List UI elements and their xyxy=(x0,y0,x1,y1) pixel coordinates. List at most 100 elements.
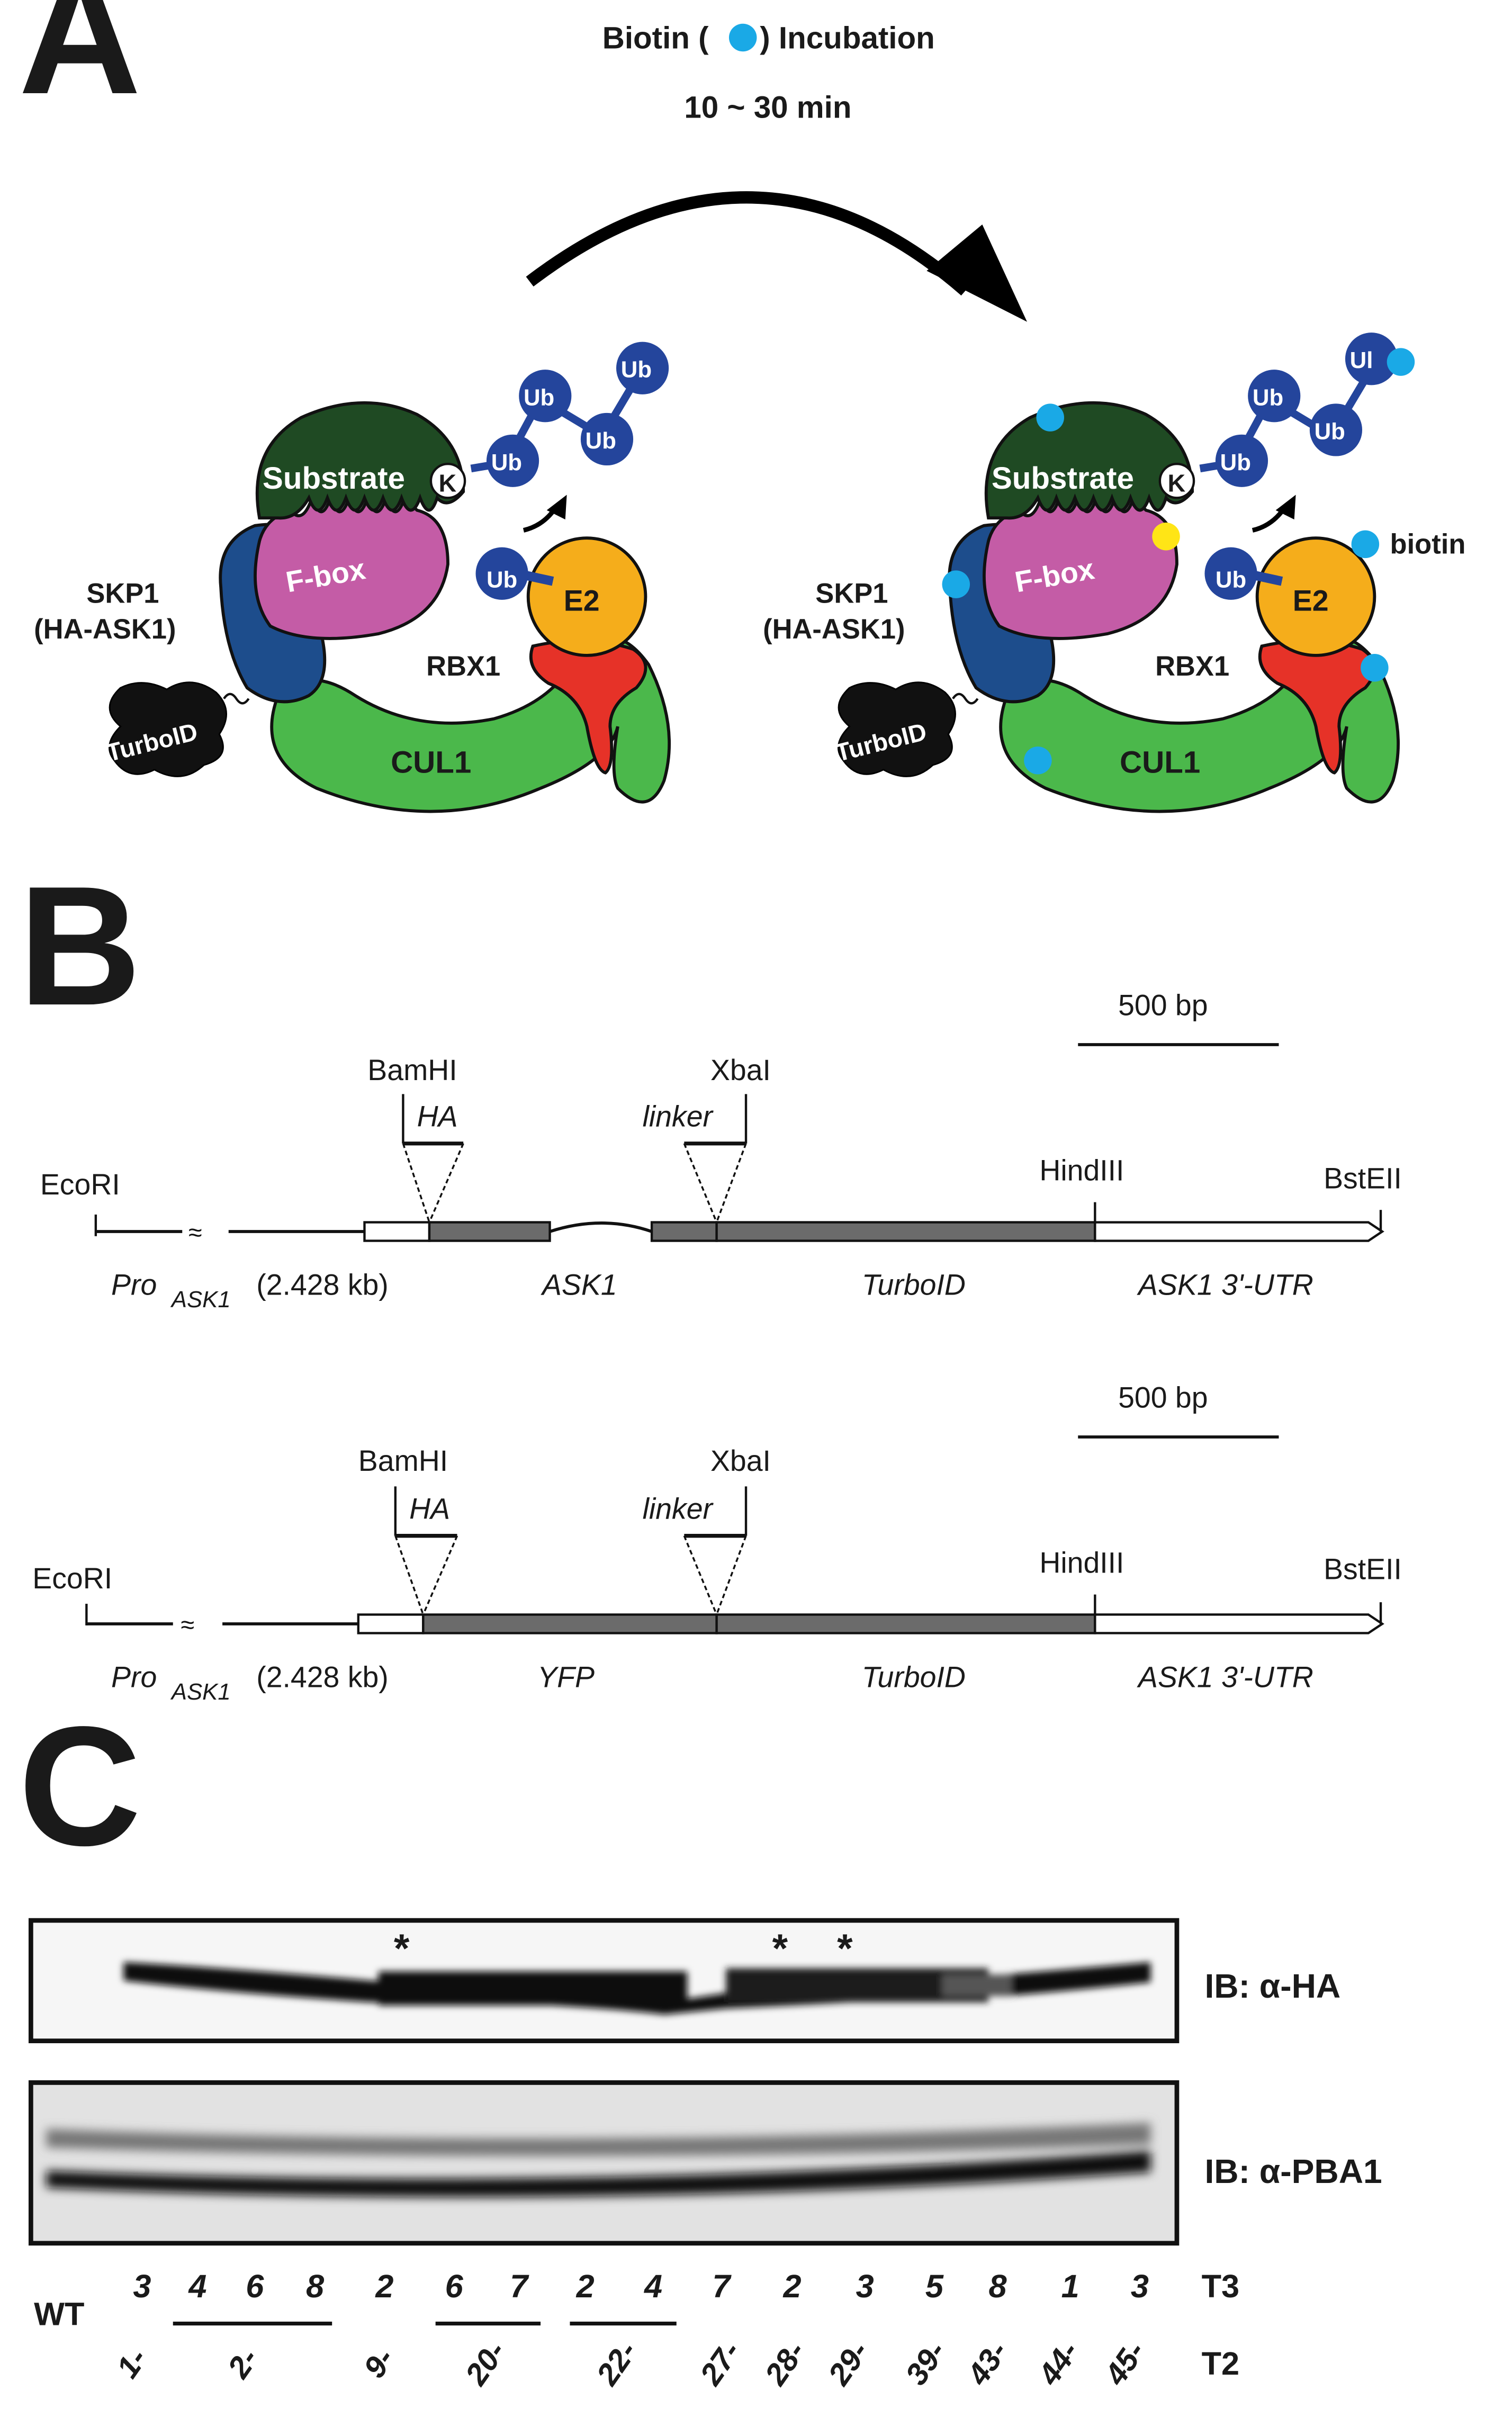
xbai-site: XbaI xyxy=(710,1444,771,1477)
biotin-label: biotin xyxy=(1390,528,1466,560)
t3-lane-label: 1 xyxy=(1061,2268,1079,2304)
ub-label-cut: Ul xyxy=(1350,347,1373,373)
ub-bead xyxy=(1215,434,1268,487)
skp1-label-line2: (HA-ASK1) xyxy=(763,614,905,645)
xbai-site: XbaI xyxy=(710,1054,771,1086)
ub-bead xyxy=(580,412,634,466)
biotin-dot xyxy=(1351,530,1380,559)
t3-label: T3 xyxy=(1202,2268,1239,2304)
ub-bead xyxy=(1309,403,1363,456)
biotin-dot xyxy=(1024,746,1052,775)
transfer-arrowhead xyxy=(1275,495,1296,520)
t3-lane-label: 7 xyxy=(510,2268,529,2304)
t3-lane-label: 3 xyxy=(133,2268,151,2304)
rbx1-label: RBX1 xyxy=(426,651,500,682)
skp1-label-line2: (HA-ASK1) xyxy=(34,614,176,645)
hindiii-site: HindIII xyxy=(1039,1547,1124,1579)
lysine-label: K xyxy=(439,470,457,497)
transfer-arrowhead xyxy=(546,495,567,520)
lysine-label: K xyxy=(1167,470,1185,497)
rbx1-label: RBX1 xyxy=(1155,651,1229,682)
blot-anti-pba1: IB: α-PBA1 xyxy=(28,2080,1382,2246)
t3-lane-label: 3 xyxy=(1131,2268,1149,2304)
t2-lane-label: 20- xyxy=(458,2335,512,2392)
substrate-shape xyxy=(984,401,1194,520)
e2-ub-label: Ub xyxy=(1216,567,1246,593)
t3-lane-label: 2 xyxy=(375,2268,393,2304)
construct-yfp: 500 bp EcoRI ≈ BamHI HA XbaI linker xyxy=(32,1381,1402,1705)
t2-lane-label: 39- xyxy=(899,2335,953,2391)
rbx1-shape xyxy=(529,639,647,775)
ub-bead xyxy=(519,370,572,423)
t3-lane-label: 4 xyxy=(187,2268,206,2304)
linker-insert-label: linker xyxy=(643,1100,714,1133)
utr3-block xyxy=(1094,1613,1384,1634)
t3-lane-label: 2 xyxy=(576,2268,595,2304)
tag-label: TurboID xyxy=(862,1269,966,1301)
bsteii-site: BstEII xyxy=(1324,1552,1402,1585)
t2-lane-label: 27- xyxy=(693,2335,747,2392)
substrate-label: Substrate xyxy=(263,461,405,496)
t2-lane-label: 9- xyxy=(357,2342,401,2384)
turboid-shape xyxy=(109,681,227,777)
gene-label: ASK1 xyxy=(541,1269,617,1301)
promoter-length: (2.428 kb) xyxy=(256,1269,388,1301)
utr-label: ASK1 3'-UTR xyxy=(1137,1661,1313,1694)
incubation-suffix: ) Incubation xyxy=(760,21,935,55)
ha-insert-label: HA xyxy=(417,1100,458,1133)
break-symbol: ≈ xyxy=(188,1219,202,1246)
ub-bead xyxy=(616,342,669,394)
biotin-legend-dot xyxy=(728,23,757,52)
cul1-label: CUL1 xyxy=(1120,745,1200,780)
panel-letter-a: A xyxy=(19,0,141,130)
utr-label: ASK1 3'-UTR xyxy=(1137,1269,1313,1301)
cul1-label: CUL1 xyxy=(391,745,471,780)
promoter-label: Pro xyxy=(111,1661,157,1694)
asterisk-lane: * xyxy=(772,1926,788,1971)
ub-label: Ub xyxy=(524,384,554,410)
ask1-exon1-block xyxy=(428,1221,551,1242)
bamhi-site: BamHI xyxy=(358,1444,448,1477)
t2-lane-label: 29- xyxy=(821,2335,875,2392)
t2-lane-label: 45- xyxy=(1098,2335,1152,2392)
incubation-prefix: Biotin ( xyxy=(602,21,709,55)
e2-ub-bead xyxy=(1204,547,1257,600)
ask1-exon2-block xyxy=(650,1221,718,1242)
wt-label: WT xyxy=(34,2296,84,2332)
yfp-block xyxy=(422,1613,718,1634)
skp1-label-line1: SKP1 xyxy=(86,578,159,609)
ub-label: Ub xyxy=(1220,450,1251,475)
t3-lane-label: 7 xyxy=(712,2268,732,2304)
ub-bead xyxy=(486,434,539,487)
e2-ub-label: Ub xyxy=(487,567,517,593)
ha-insert-label: HA xyxy=(409,1493,450,1525)
break-symbol: ≈ xyxy=(181,1611,194,1638)
incubation-arrow xyxy=(526,191,969,296)
active-site-dot xyxy=(1152,522,1180,551)
blot-label-pba1: IB: α-PBA1 xyxy=(1204,2152,1382,2190)
panel-letter-c: C xyxy=(19,1692,141,1881)
blot-anti-ha: * * * IB: α-HA xyxy=(28,1918,1340,2044)
ub-label: Ub xyxy=(586,428,616,454)
scf-complex-right: Substrate K F-box SKP1 (HA-ASK1) TurboID… xyxy=(763,333,1466,813)
t3-lane-label: 6 xyxy=(445,2268,464,2304)
e2-shape xyxy=(526,536,647,657)
turboid-linker xyxy=(223,693,250,705)
t3-lane-label: 5 xyxy=(925,2268,944,2304)
e2-ub-bead xyxy=(475,547,528,600)
t2-lane-label: 28- xyxy=(758,2335,812,2392)
hindiii-site: HindIII xyxy=(1039,1154,1124,1187)
turboid-shape xyxy=(838,681,956,777)
promoter-length: (2.428 kb) xyxy=(256,1661,388,1694)
utr3-block xyxy=(1094,1221,1384,1242)
bsteii-site: BstEII xyxy=(1324,1162,1402,1194)
ub-label: Ub xyxy=(1315,418,1345,444)
skp1-label-line1: SKP1 xyxy=(815,578,888,609)
construct-ask1: 500 bp EcoRI ≈ BamHI HA XbaI linker xyxy=(40,989,1402,1313)
scf-complex-left: Substrate K F-box SKP1 (HA-ASK1) TurboID… xyxy=(34,342,671,813)
t3-lane-label: 4 xyxy=(643,2268,662,2304)
biotin-dot xyxy=(1361,653,1389,682)
promoter-subscript: ASK1 xyxy=(170,1287,231,1313)
bamhi-site: BamHI xyxy=(367,1054,457,1086)
